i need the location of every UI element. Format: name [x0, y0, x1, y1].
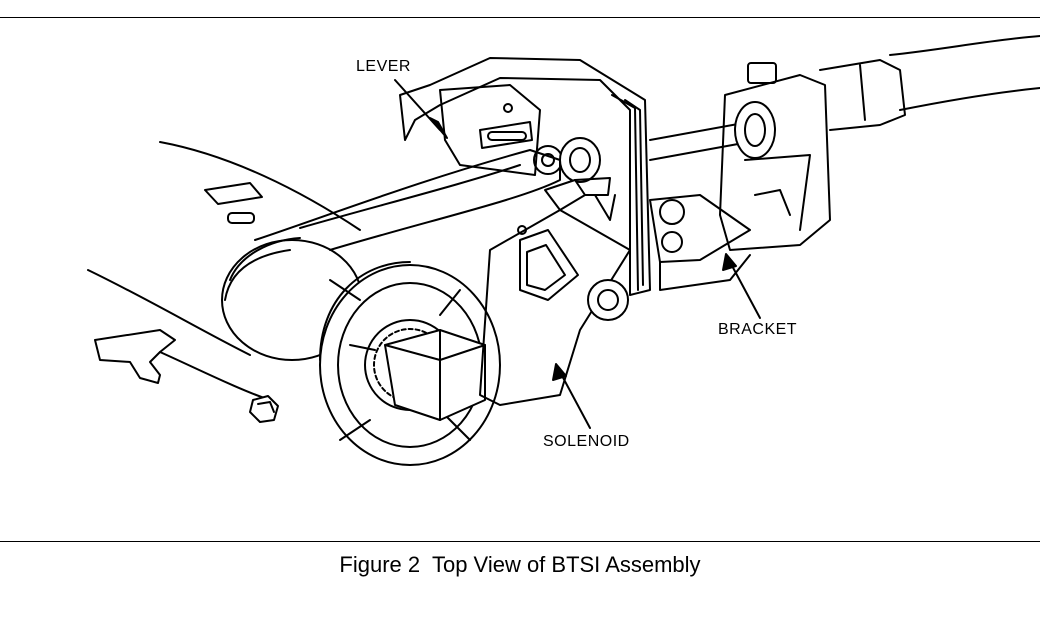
bracket-label: BRACKET — [718, 321, 798, 338]
nut — [249, 395, 279, 423]
solenoid-callout-arrow — [552, 363, 591, 429]
rollers — [559, 137, 629, 321]
solenoid-label: SOLENOID — [543, 433, 630, 450]
shift-tab — [94, 329, 271, 401]
bracket-frame — [399, 57, 651, 296]
figure-caption-wrap: Figure 2 Top View of BTSI Assembly — [0, 552, 1040, 578]
steering-column — [87, 141, 361, 356]
lever-label: LEVER — [356, 58, 411, 75]
solenoid-body — [479, 209, 631, 406]
bracket-plate — [649, 194, 751, 291]
pin — [544, 177, 616, 221]
lever-mechanism — [439, 84, 541, 176]
figure-caption: Figure 2 Top View of BTSI Assembly — [339, 552, 701, 577]
column-tube — [819, 35, 1040, 131]
bottom-rule — [0, 541, 1040, 542]
right-housing — [649, 62, 831, 251]
bracket-callout-arrow — [722, 253, 761, 319]
shaft — [384, 329, 486, 421]
lever-callout-arrow — [394, 79, 448, 139]
top-rule — [0, 17, 1040, 18]
